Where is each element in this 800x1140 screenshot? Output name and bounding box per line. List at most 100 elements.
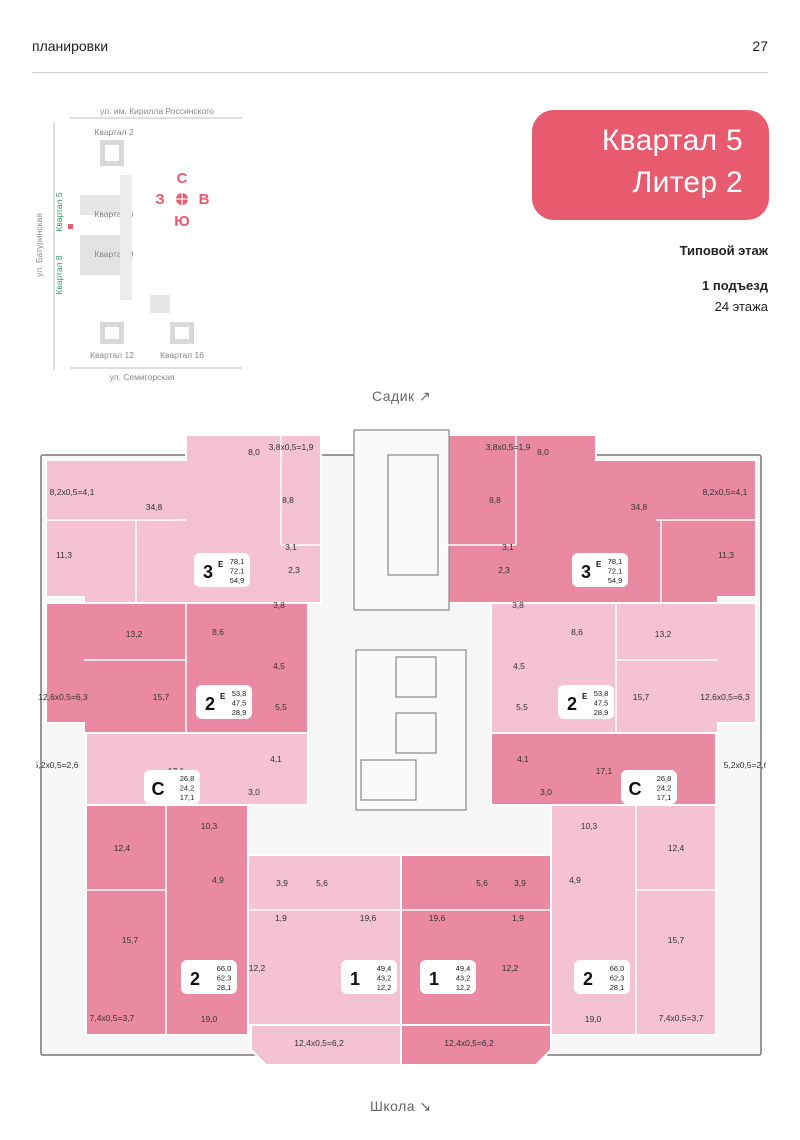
apartment-type: 1 — [429, 969, 439, 989]
room-area-label: 2,3 — [288, 565, 300, 575]
entrances-count: 1 подъезд — [702, 278, 768, 293]
room-area-label: 5,2x0,5=2,6 — [36, 760, 79, 770]
apartment-type-superscript: Е — [596, 560, 602, 569]
apartment-type-superscript: Е — [220, 692, 226, 701]
room-area-label: 15,7 — [153, 692, 170, 702]
apartment-badge: С26,824,217,1 — [621, 770, 677, 804]
room-area-label: 3,1 — [502, 542, 514, 552]
room-area-label: 5,6 — [316, 878, 328, 888]
room-area-label: 8,8 — [489, 495, 501, 505]
apartment-kitchen-area: 54,9 — [230, 576, 245, 585]
room-area-label: 3,8 — [273, 600, 285, 610]
apartment-living-area: 47,5 — [594, 699, 609, 708]
room-area-label: 12,4x0,5=6,2 — [294, 1038, 344, 1048]
apartment-living-area: 62,3 — [610, 974, 625, 983]
building-block-2 — [100, 140, 124, 166]
room-area-label: 5,6 — [476, 878, 488, 888]
room-area-label: 19,6 — [429, 913, 446, 923]
apartment-badge: С26,824,217,1 — [144, 770, 200, 804]
room-area-label: 13,2 — [655, 629, 672, 639]
apartment-units — [45, 434, 757, 1066]
compass-east: В — [199, 191, 210, 208]
room-area-label: 8,2x0,5=4,1 — [50, 487, 95, 497]
room-area-label: 8,0 — [248, 447, 260, 457]
room-area-label: 15,7 — [668, 935, 685, 945]
apartment-total-area: 49,4 — [377, 964, 392, 973]
room-area-label: 8,0 — [537, 447, 549, 457]
apartment-type: 1 — [350, 969, 360, 989]
badge-block: Квартал 5 — [601, 124, 743, 157]
block-label-9: Квартал 9 — [94, 249, 133, 259]
apartment-kitchen-area: 28,1 — [217, 983, 232, 992]
room-area-label: 11,3 — [718, 550, 734, 560]
page-number: 27 — [752, 38, 768, 54]
room-area-label: 11,3 — [56, 550, 72, 560]
room-area-label: 19,6 — [360, 913, 377, 923]
room-area-label: 8,6 — [571, 627, 583, 637]
street-top-label: ул. им. Кирилла Россинского — [100, 106, 214, 116]
room-area-label: 4,1 — [517, 754, 529, 764]
room-area-label: 8,8 — [282, 495, 294, 505]
apartment-living-area: 72,1 — [230, 567, 245, 576]
apartment-kitchen-area: 28,9 — [594, 708, 609, 717]
header-divider — [32, 72, 768, 73]
direction-kindergarten: Садик ↗ — [372, 388, 432, 404]
apartment-kitchen-area: 17,1 — [180, 793, 195, 802]
room-dividers — [46, 435, 756, 1035]
room-area-label: 3,8x0,5=1,9 — [486, 442, 531, 452]
apartment-type: 2 — [583, 969, 593, 989]
room-area-label: 19,0 — [201, 1014, 218, 1024]
apartment-kitchen-area: 54,9 — [608, 576, 623, 585]
room-area-label: 5,5 — [516, 702, 528, 712]
apartment-total-area: 53,8 — [594, 689, 609, 698]
room-area-label: 34,8 — [146, 502, 163, 512]
room-area-label: 2,3 — [498, 565, 510, 575]
block-label-2: Квартал 2 — [94, 127, 133, 137]
section-title: планировки — [32, 38, 109, 54]
apartment-badge: 149,443,212,2 — [341, 960, 397, 994]
block-small-area — [150, 295, 170, 313]
room-area-label: 10,3 — [201, 821, 218, 831]
apartment-living-area: 72,1 — [608, 567, 623, 576]
apartment-kitchen-area: 28,1 — [610, 983, 625, 992]
room-area-label: 3,1 — [285, 542, 297, 552]
apartment-living-area: 43,2 — [377, 974, 392, 983]
apartment-kitchen-area: 17,1 — [657, 793, 672, 802]
apartment-living-area: 24,2 — [180, 784, 195, 793]
room-area-label: 34,8 — [631, 502, 648, 512]
apartment-total-area: 53,8 — [232, 689, 247, 698]
room-area-label: 10,3 — [581, 821, 598, 831]
room-area-label: 1,9 — [275, 913, 287, 923]
block-label-6: Квартал 6 — [94, 209, 133, 219]
room-area-label: 3,0 — [540, 787, 552, 797]
unit-2e-left — [45, 602, 309, 734]
apartment-total-area: 66,0 — [217, 964, 232, 973]
room-area-label: 3,9 — [514, 878, 526, 888]
room-area-label: 15,7 — [122, 935, 139, 945]
apartment-living-area: 43,2 — [456, 974, 471, 983]
block-6-area — [80, 195, 132, 215]
floor-plan: 8,2x0,5=4,1 34,8 11,3 8,0 8,8 3,8x0,5=1,9 3,1 2… — [36, 429, 766, 1066]
apartment-total-area: 66,0 — [610, 964, 625, 973]
room-area-label: 7,4x0,5=3,7 — [659, 1013, 704, 1023]
room-area-label: 13,2 — [126, 629, 143, 639]
vertical-label-block-5: Квартал 5 — [54, 192, 64, 231]
room-area-label: 4,5 — [273, 661, 285, 671]
balcony-bottom-right — [400, 1024, 552, 1066]
site-map: ул. им. Кирилла Россинского ул. Семигорс… — [34, 106, 242, 382]
room-area-label: 8,2x0,5=4,1 — [703, 487, 748, 497]
room-area-label: 4,5 — [513, 661, 525, 671]
room-area-label: 15,7 — [633, 692, 650, 702]
apartment-total-area: 78,1 — [230, 557, 245, 566]
apartment-total-area: 78,1 — [608, 557, 623, 566]
apartment-total-area: 49,4 — [456, 964, 471, 973]
core-stairs-lifts — [353, 429, 467, 811]
direction-school: Школа ↘ — [370, 1098, 432, 1114]
building-block-16 — [170, 322, 194, 344]
room-area-label: 12,2 — [249, 963, 266, 973]
room-area-label: 7,4x0,5=3,7 — [90, 1013, 135, 1023]
apartment-badge: 266,062,328,1 — [181, 960, 237, 994]
street-left-label: ул. Батуринская — [34, 213, 44, 277]
